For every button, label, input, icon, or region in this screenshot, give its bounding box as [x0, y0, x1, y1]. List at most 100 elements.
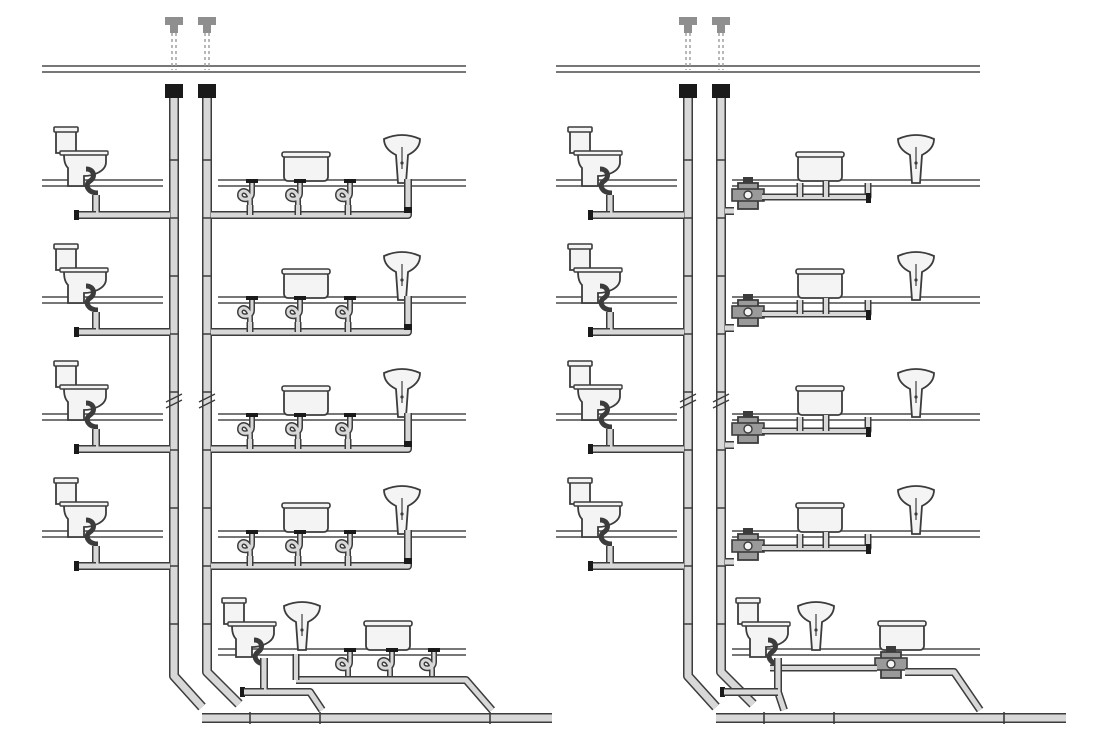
floor-slab [218, 296, 466, 304]
p-trap-icon [376, 648, 398, 680]
floor-slab [42, 179, 163, 187]
end-cap [866, 427, 871, 437]
floor-slab [556, 413, 677, 421]
ground-floor [218, 597, 496, 713]
bathtub-icon [795, 151, 845, 182]
manifold-icon [731, 177, 765, 210]
pedestal-sink-icon [897, 485, 935, 535]
toilet-branch [606, 429, 684, 453]
end-cap [866, 193, 871, 203]
pedestal-sink-icon [383, 134, 421, 184]
end-cap [588, 210, 593, 220]
p-trap-icon [236, 179, 258, 211]
pedestal-sink-icon [383, 368, 421, 418]
floor-level [42, 477, 466, 571]
end-cap [588, 561, 593, 571]
fixture-branch [211, 530, 412, 570]
end-cap [74, 210, 79, 220]
manifold-branch [762, 534, 872, 552]
toilet-icon [567, 126, 623, 196]
pedestal-sink-icon [283, 601, 321, 651]
floor-slab [218, 413, 466, 421]
p-trap-icon [236, 413, 258, 445]
pedestal-sink-icon [383, 251, 421, 301]
toilet-icon [567, 243, 623, 313]
toilet-branch [606, 546, 684, 570]
break-mark [165, 393, 183, 409]
floor-slab [556, 530, 677, 538]
p-trap-icon [236, 530, 258, 562]
manifold-icon [731, 294, 765, 327]
trap-scheme [42, 17, 552, 724]
bathtub-icon [795, 268, 845, 299]
toilet-icon [53, 360, 109, 430]
break-mark [679, 393, 697, 409]
toilet-icon [53, 126, 109, 196]
p-trap-icon [334, 296, 356, 328]
ground-floor [720, 597, 984, 713]
end-cap [588, 444, 593, 454]
end-cap [74, 561, 79, 571]
end-cap [404, 441, 412, 447]
fixture-branch [211, 296, 412, 336]
floor-slab [732, 530, 980, 538]
pedestal-sink-icon [897, 134, 935, 184]
p-trap-icon [284, 530, 306, 562]
floor-level [556, 126, 980, 220]
p-trap-icon [334, 413, 356, 445]
floor-slab [42, 65, 466, 73]
bathtub-icon [877, 620, 927, 651]
p-trap-icon [236, 296, 258, 328]
bathtub-icon [281, 151, 331, 182]
manifold-icon [731, 528, 765, 561]
toilet-branch [92, 195, 170, 219]
floor-level [42, 126, 466, 220]
toilet-branch [92, 546, 170, 570]
p-trap-icon [284, 413, 306, 445]
floor-level [556, 243, 980, 337]
floor-slab [732, 296, 980, 304]
manifold-branch [762, 300, 872, 318]
toilet-icon [53, 477, 109, 547]
p-trap-icon [334, 179, 356, 211]
vertical-stack [169, 98, 206, 711]
ground-branch [296, 676, 496, 713]
bathtub-icon [795, 502, 845, 533]
vent-cap-icon [198, 17, 216, 98]
vertical-stack [683, 98, 720, 711]
floor-slab [218, 530, 466, 538]
break-mark [198, 393, 216, 409]
bathtub-icon [363, 620, 413, 651]
manifold-icon [731, 411, 765, 444]
manifold-branch [762, 417, 872, 435]
floor-slab [42, 530, 163, 538]
floor-level [556, 360, 980, 454]
floor-slab [556, 179, 677, 187]
toilet-icon [567, 360, 623, 430]
bathtub-icon [281, 268, 331, 299]
break-mark [712, 393, 730, 409]
floor-slab [42, 413, 163, 421]
manifold-scheme [556, 17, 1066, 724]
p-trap-icon [334, 648, 356, 680]
floor-slab [556, 296, 677, 304]
toilet-icon [567, 477, 623, 547]
end-cap [404, 324, 412, 330]
toilet-branch [92, 429, 170, 453]
fixture-branch [211, 179, 412, 219]
end-cap [74, 327, 79, 337]
p-trap-icon [284, 296, 306, 328]
floor-slab [218, 179, 466, 187]
bathtub-icon [795, 385, 845, 416]
pedestal-sink-icon [383, 485, 421, 535]
manifold-branch [762, 183, 872, 201]
end-cap [240, 687, 245, 697]
vent-cap-icon [679, 17, 697, 98]
toilet-branch [606, 195, 684, 219]
toilet-icon [221, 597, 277, 667]
vertical-stack [202, 98, 243, 708]
end-cap [404, 558, 412, 564]
floor-level [556, 477, 980, 571]
